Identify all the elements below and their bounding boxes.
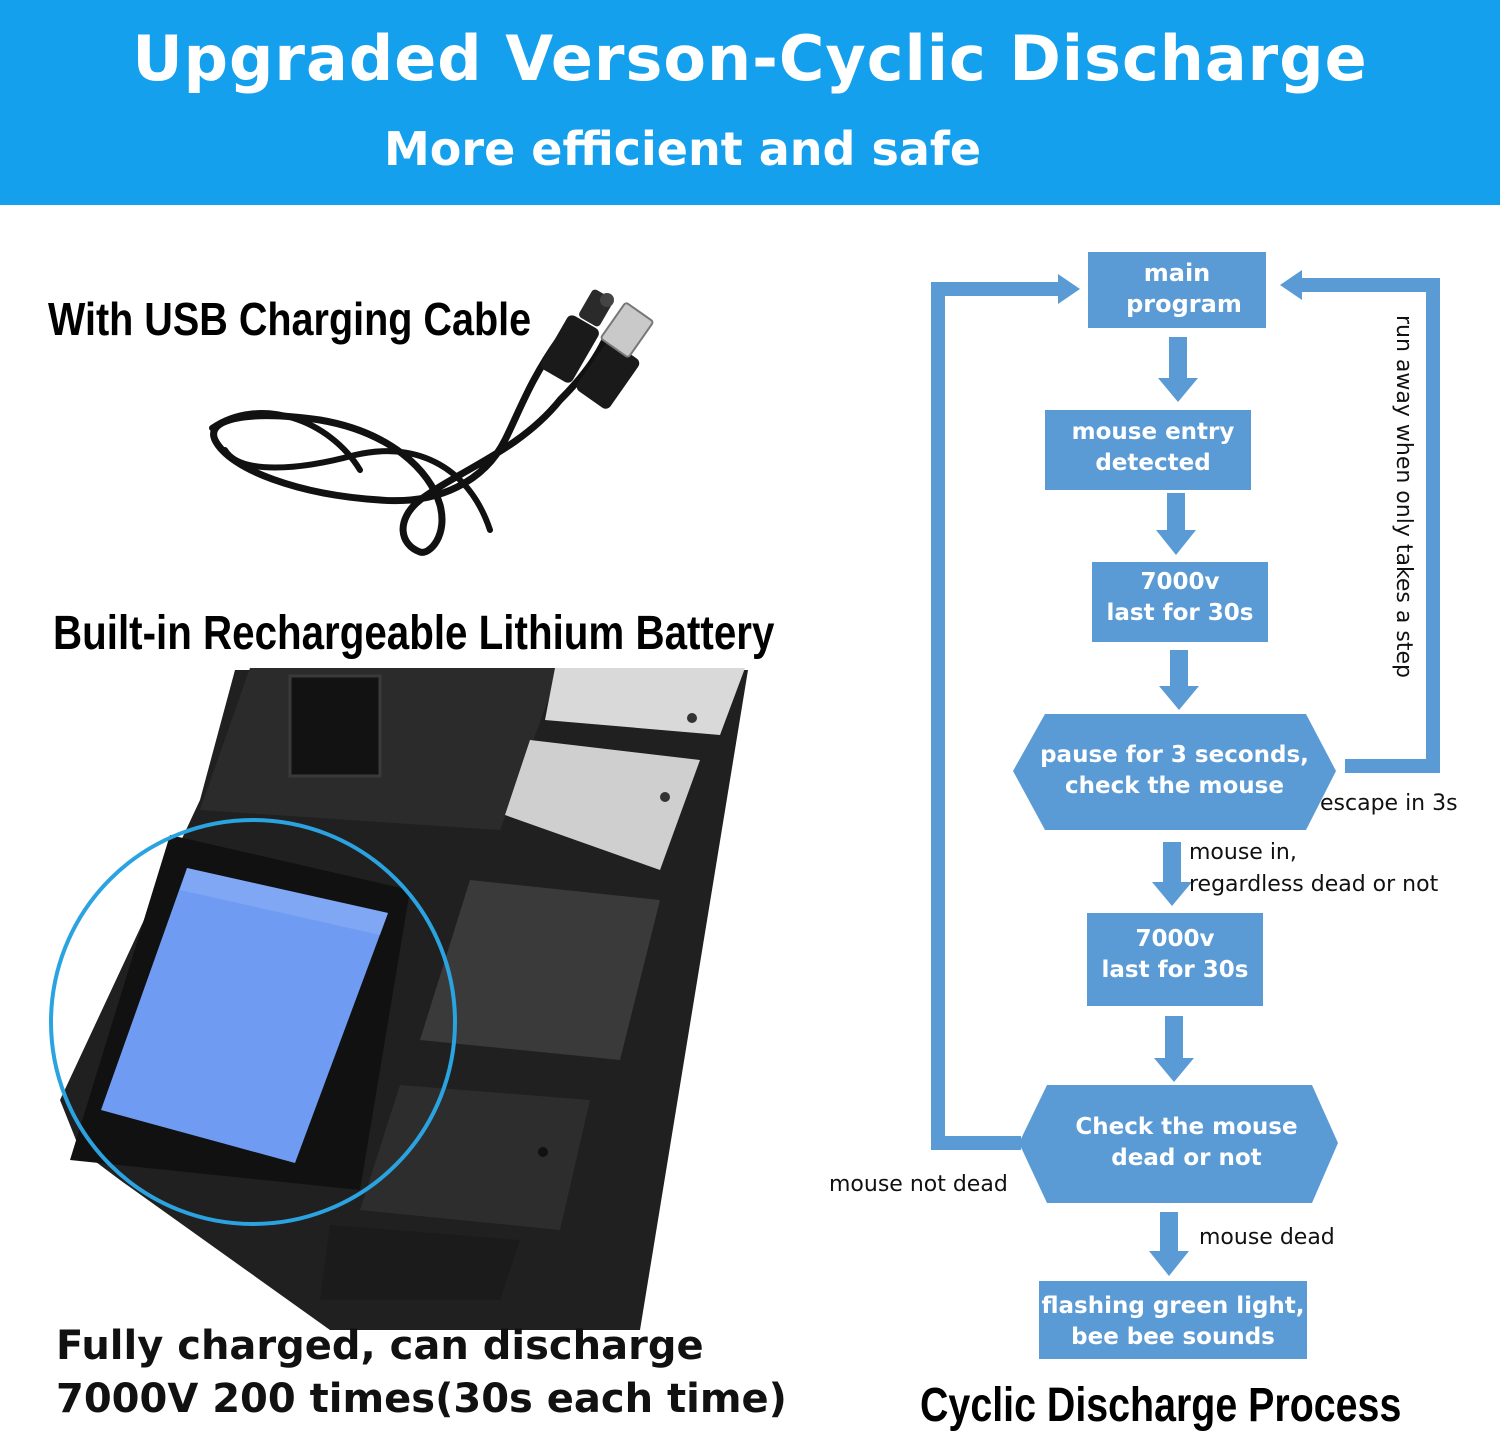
page-title: Upgraded Verson-Cyclic Discharge	[132, 22, 1368, 95]
down-arrows	[1149, 337, 1199, 1276]
entry-line1: mouse entry	[1071, 419, 1235, 445]
end-line1: flashing green light,	[1041, 1293, 1305, 1319]
usb-plug-image	[576, 302, 654, 409]
edge-label-run-away: run away when only takes a step	[1391, 315, 1416, 678]
end-line2: bee bee sounds	[1071, 1324, 1275, 1350]
battery-highlight-circle	[49, 818, 457, 1226]
node-shock2-label: 7000v last for 30s	[1087, 924, 1263, 986]
page-subtitle: More efficient and safe	[384, 122, 982, 176]
node-end-label: flashing green light, bee bee sounds	[1039, 1291, 1307, 1353]
shock1-line1: 7000v	[1140, 569, 1220, 595]
check-line2: dead or not	[1111, 1145, 1262, 1171]
header-banner: Upgraded Verson-Cyclic Discharge More ef…	[0, 0, 1500, 205]
edge-label-mouse-in: mouse in, regardless dead or not	[1189, 837, 1438, 901]
node-main-program-label: main program	[1088, 258, 1266, 320]
node-end	[1039, 1281, 1307, 1359]
node-shock-2	[1087, 913, 1263, 1006]
node-pause-label: pause for 3 seconds, check the mouse	[1013, 740, 1336, 802]
dc-plug-image	[541, 289, 614, 383]
main-line1: main	[1143, 259, 1211, 287]
node-mouse-entry-label: mouse entry detected	[1045, 417, 1261, 479]
battery-image	[101, 868, 388, 1163]
node-mouse-entry	[1045, 410, 1251, 490]
entry-line2: detected	[1095, 450, 1211, 476]
edge-label-dead: mouse dead	[1199, 1225, 1335, 1250]
mouse-in-line2: regardless dead or not	[1189, 872, 1439, 897]
shock1-line2: last for 30s	[1106, 600, 1254, 626]
edge-label-escape: escape in 3s	[1320, 791, 1458, 816]
loop-not-dead	[931, 274, 1080, 1150]
discharge-note: Fully charged, can discharge 7000V 200 t…	[56, 1320, 787, 1426]
battery-caption: Built-in Rechargeable Lithium Battery	[53, 607, 775, 660]
node-check-label: Check the mouse dead or not	[1019, 1112, 1354, 1174]
flowchart-caption: Cyclic Discharge Process	[920, 1379, 1402, 1432]
discharge-note-line2: 7000V 200 times(30s each time)	[56, 1376, 787, 1422]
mouse-in-line1: mouse in,	[1189, 840, 1297, 865]
main-line2: program	[1126, 290, 1242, 318]
node-shock1-label: 7000v last for 30s	[1092, 567, 1268, 629]
pause-line1: pause for 3 seconds,	[1040, 742, 1309, 768]
node-shock-1	[1092, 562, 1268, 642]
check-line1: Check the mouse	[1075, 1114, 1298, 1140]
usb-cable-image	[209, 334, 609, 556]
shock2-line1: 7000v	[1135, 926, 1215, 952]
node-main-program	[1088, 252, 1266, 328]
pause-line2: check the mouse	[1065, 773, 1284, 799]
edge-label-not-dead: mouse not dead	[829, 1172, 1008, 1197]
node-pause	[1013, 714, 1336, 830]
node-check-dead	[1019, 1085, 1338, 1203]
loop-escape	[1280, 270, 1440, 773]
usb-cable-caption: With USB Charging Cable	[48, 293, 532, 345]
shock2-line2: last for 30s	[1101, 957, 1249, 983]
discharge-note-line1: Fully charged, can discharge	[56, 1323, 704, 1369]
